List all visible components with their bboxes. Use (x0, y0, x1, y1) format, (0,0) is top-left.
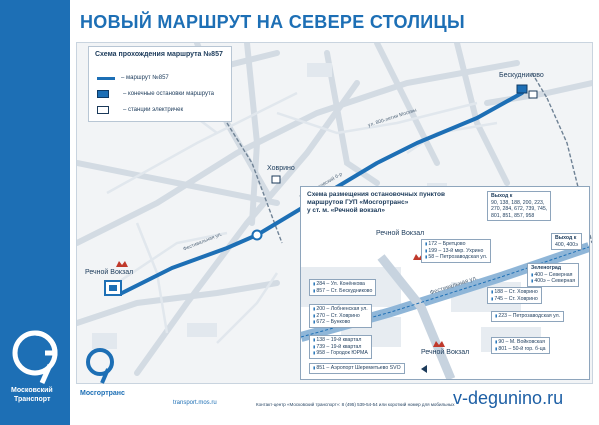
box-line: 199 – 13-й мкр. Ухрино (425, 248, 487, 255)
mosgortrans-logo-icon (86, 348, 114, 384)
box-line: 138 – 19-й квартал (313, 337, 368, 344)
box-stop-172: 172 – Бретцово 199 – 13-й мкр. Ухрино 58… (421, 239, 492, 263)
rail-station-khovrino-icon (271, 175, 281, 184)
footer-contact: Контакт-центр «Московский транспорт»: 8 … (256, 402, 455, 407)
legend-item-route: – маршрут №857 (97, 73, 169, 83)
logo-text-line1: Московский (11, 387, 53, 394)
box-line: 90 – М. Войковская (495, 339, 546, 346)
box-line: 400 – Северная (531, 272, 575, 279)
legend-item-terminal: – конечные остановки маршрута (97, 89, 214, 99)
box-stop-284: 284 – Ул. Конёнкова 857 – Ст. Бескуднико… (309, 279, 377, 297)
route-map: Схема прохождения маршрута №857 – маршру… (76, 42, 593, 384)
label-khovrino: Ховрино (267, 165, 295, 172)
box-line: 801 – 50-й гор. б-ца (495, 346, 545, 353)
footer-url-link[interactable]: transport.mos.ru (173, 400, 217, 406)
page-title: НОВЫЙ МАРШРУТ НА СЕВЕРЕ СТОЛИЦЫ (80, 12, 465, 32)
box-line: 739 – 19-й квартал (313, 344, 368, 351)
box-line: 745 – Ст. Ховрино (491, 296, 537, 303)
box-line: 400, 400э (555, 241, 578, 248)
box-stop-200: 200 – Лобненская ул. 270 – Ст. Ховрино 6… (309, 304, 372, 328)
inset-station-bottom: Речной Вокзал (421, 349, 470, 356)
route-line-icon (97, 76, 115, 80)
box-stop-851: 851 – Аэропорт Шереметьево SVO (309, 363, 405, 374)
roundabout-icon (251, 229, 263, 241)
box-zelenograd: Зеленоград 400 – Северная 400э – Северна… (527, 263, 580, 287)
legend-title: Схема прохождения маршрута №857 (95, 51, 223, 58)
box-line: 172 – Бретцово (425, 241, 487, 248)
box-line: 223 – Петрозаводская ул. (495, 313, 560, 320)
moscow-transport-logo-icon (12, 330, 58, 385)
box-line: 270 – Ст. Ховрино (313, 313, 368, 320)
box-exit-400: Выход к 400, 400э (551, 233, 582, 251)
box-line: 58 – Петрозаводская ул. (425, 254, 487, 261)
inset-title-line1: Схема размещения остановочных пунктов (307, 191, 445, 198)
watermark: v-degunino.ru (453, 388, 564, 408)
box-stop-90: 90 – М. Войковская 801 – 50-й гор. б-ца (491, 337, 550, 355)
inset-title-line3: у ст. м. «Речной вокзал» (307, 207, 386, 214)
map-legend: Схема прохождения маршрута №857 – маршру… (88, 46, 232, 122)
metro-icon-inset-bottom (433, 341, 445, 347)
box-line: Выход к (555, 235, 577, 241)
legend-label: – станции электричек (123, 107, 184, 113)
box-top-right: Выход к 90, 138, 188, 200, 223, 270, 284… (487, 191, 552, 222)
box-line: 400э – Северная (531, 278, 575, 285)
box-line: 801, 851, 857, 958 (491, 212, 535, 219)
box-line: 200 – Лобненская ул. (313, 306, 367, 313)
legend-label: – конечные остановки маршрута (123, 91, 214, 97)
stops-inset: Схема размещения остановочных пунктов ма… (300, 186, 590, 380)
box-stop-223: 223 – Петрозаводская ул. (491, 311, 565, 322)
box-line: Зеленоград (531, 265, 562, 271)
inset-title-line2: маршрутов ГУП «Мосгортранс» (307, 199, 409, 206)
box-line: 958 – Городок ЮРМА (313, 350, 367, 357)
mosgortrans-logo-text: Мосгортранс (80, 390, 125, 397)
box-line: 270, 284, 672, 739, 745, (491, 206, 548, 213)
legend-item-rail: – станции электричек (97, 105, 183, 115)
inset-title: Схема размещения остановочных пунктов ма… (307, 191, 445, 215)
terminal-stop-beskudnikovo-icon (516, 84, 528, 94)
label-beskudnikovo: Бескудниково (499, 72, 544, 79)
metro-icon (116, 261, 128, 267)
box-line: 857 – Ст. Бескудниково (313, 288, 372, 295)
box-line: 672 – Бунково (313, 319, 368, 326)
sidebar: Московский Транспорт (0, 0, 70, 425)
box-line: 284 – Ул. Конёнкова (313, 281, 372, 288)
box-line: 851 – Аэропорт Шереметьево SVO (313, 365, 400, 372)
box-stop-138: 138 – 19-й квартал 739 – 19-й квартал 95… (309, 335, 372, 359)
box-line: 90, 138, 188, 200, 223, (491, 199, 545, 206)
box-stop-188: 188 – Ст. Ховрино 745 – Ст. Ховрино (487, 287, 542, 305)
box-line: Выход к (491, 193, 513, 199)
box-line: 188 – Ст. Ховрино (491, 289, 537, 296)
rail-station-icon (97, 106, 109, 114)
label-rechnoy-vokzal: Речной Вокзал (85, 269, 134, 276)
terminal-stop-icon (97, 90, 109, 98)
logo-text-line2: Транспорт (14, 396, 51, 403)
inset-station-top: Речной Вокзал (376, 230, 425, 237)
airplane-icon (421, 365, 427, 373)
rail-station-beskudnikovo-icon (528, 90, 538, 99)
legend-label: – маршрут №857 (121, 75, 169, 81)
